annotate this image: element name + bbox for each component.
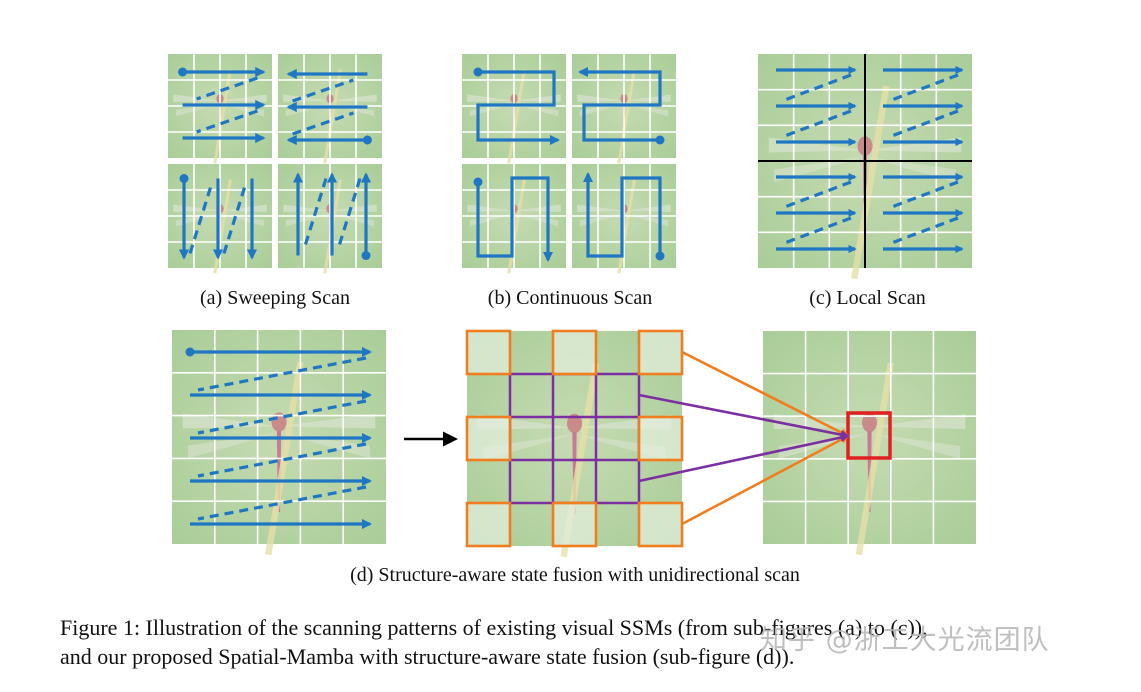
scan-start-dot [473,67,483,77]
scan-start-dot [655,251,665,261]
scan-arrow-dashed [222,182,248,254]
orange-fusion-arrow [681,350,850,438]
panel-d-scan [172,330,386,555]
scan-arrow-dashed [336,178,362,250]
fusion-neighborhood [465,329,684,548]
neighbor-box [551,329,598,376]
caption-line-2: and our proposed Spatial-Mamba with stru… [60,644,795,669]
watermark: 知乎 @浙工大光流团队 [760,625,1050,656]
scan-arrow-dashed [188,182,214,254]
subcaption-a: (a) Sweeping Scan [200,287,350,309]
snake-path-3 [476,176,554,263]
panel-b-2 [572,54,676,165]
scan-arrow-dashed [302,178,328,250]
caption-line-1: Figure 1: Illustration of the scanning p… [60,615,928,640]
scan-start-dot [473,177,483,187]
scan-arrow-dashed [888,73,959,103]
neighbor-box [551,501,598,548]
neighbor-box [637,501,684,548]
subcaption-d: (d) Structure-aware state fusion with un… [350,564,800,586]
sweeping-scan-arrows [178,66,372,261]
scan-arrow-dashed [781,109,852,139]
figure-drawing [168,54,976,557]
scan-arrow-dashed [196,76,258,101]
subcaption-c: (c) Local Scan [809,287,926,309]
neighbor-box [637,329,684,376]
scan-arrow-dashed [197,399,367,435]
snake-path-4 [582,171,662,258]
scan-start-dot [179,174,189,184]
scan-arrow-dashed [888,109,959,139]
fusion-arrows [638,350,850,526]
figure-canvas [168,54,976,610]
scan-arrow-dashed [781,73,852,103]
unidirectional-scan-arrows [185,346,373,530]
scan-arrow-dashed [888,216,959,246]
snake-path-2 [577,66,662,142]
scan-arrow-dashed [197,442,367,478]
snake-path-1 [476,70,561,146]
subcaption-b: (b) Continuous Scan [487,287,653,309]
scan-arrow-dashed [197,356,367,392]
neighbor-box [465,501,512,548]
orange-fusion-arrow [681,434,850,526]
scan-arrow-dashed [292,78,354,103]
scan-arrow-dashed [197,485,367,521]
continuous-scan-arrows [473,66,665,263]
scan-arrow-dashed [781,216,852,246]
panel-d-target [763,331,976,555]
neighbor-box [465,415,512,462]
scan-arrow-dashed [292,111,354,136]
scan-arrow-dashed [888,180,959,210]
neighbor-box [637,415,684,462]
purple-fusion-arrow [638,433,850,483]
scan-arrow-dashed [781,180,852,210]
purple-fusion-arrow [638,393,850,440]
scan-arrow-dashed [196,109,258,134]
neighbor-box [465,329,512,376]
scan-start-dot [361,251,371,261]
scan-start-dot [655,135,665,145]
scan-start-dot [178,67,188,77]
figure-caption: Figure 1: Illustration of the scanning p… [60,613,1120,671]
scan-start-dot [362,135,372,145]
local-scan-arrows [758,54,972,268]
